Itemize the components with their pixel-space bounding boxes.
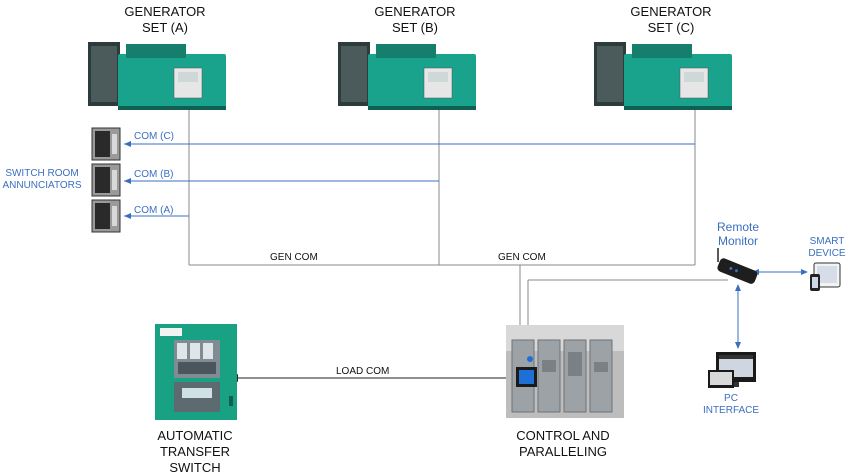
annunciators-line1: SWITCH ROOM — [5, 168, 79, 179]
generator-b-line2: SET (B) — [392, 20, 438, 35]
load-com-label: LOAD COM — [336, 366, 390, 377]
remote-monitor-label: Remote Monitor — [708, 220, 768, 248]
remote-monitor-line1: Remote — [716, 220, 760, 234]
control-line1: CONTROL AND — [516, 428, 610, 443]
generator-b-label: GENERATOR SET (B) — [360, 4, 470, 36]
smart-device-line1: SMART — [809, 236, 845, 247]
annunciators-line2: ANNUNCIATORS — [2, 180, 82, 191]
pc-interface-line1: PC — [724, 393, 738, 404]
remote-link — [527, 279, 728, 330]
monitor-links — [735, 269, 808, 349]
annunciator-arrowheads — [124, 141, 131, 219]
ats-line2: TRANSFER — [159, 444, 231, 459]
control-line2: PARALLELING — [519, 444, 607, 459]
smart-device-line2: DEVICE — [808, 248, 846, 259]
gen-com-right-label: GEN COM — [498, 252, 546, 263]
annunciators-label: SWITCH ROOM ANNUNCIATORS — [0, 168, 84, 192]
generator-a-line1: GENERATOR — [124, 4, 206, 19]
control-paralleling-label: CONTROL AND PARALLELING — [508, 428, 618, 460]
gen-com-left-label: GEN COM — [270, 252, 318, 263]
generator-b-line1: GENERATOR — [374, 4, 456, 19]
generator-c-line1: GENERATOR — [630, 4, 712, 19]
ats-line1: AUTOMATIC — [157, 428, 233, 443]
pc-interface-line2: INTERFACE — [702, 405, 760, 416]
pc-interface-label: PC INTERFACE — [696, 393, 766, 417]
generator-a-line2: SET (A) — [142, 20, 188, 35]
com-a-label: COM (A) — [134, 205, 174, 216]
gen-com-bus — [188, 100, 696, 330]
remote-monitor-line2: Monitor — [717, 234, 758, 248]
generator-c-label: GENERATOR SET (C) — [616, 4, 726, 36]
generator-a-label: GENERATOR SET (A) — [110, 4, 220, 36]
generator-c-line2: SET (C) — [647, 20, 695, 35]
annunciator-links — [124, 143, 695, 217]
smart-device-label: SMART DEVICE — [802, 236, 850, 260]
ats-label: AUTOMATIC TRANSFER SWITCH — [140, 428, 250, 476]
ats-line3: SWITCH — [169, 460, 221, 475]
com-c-label: COM (C) — [134, 131, 174, 142]
com-b-label: COM (B) — [134, 169, 174, 180]
